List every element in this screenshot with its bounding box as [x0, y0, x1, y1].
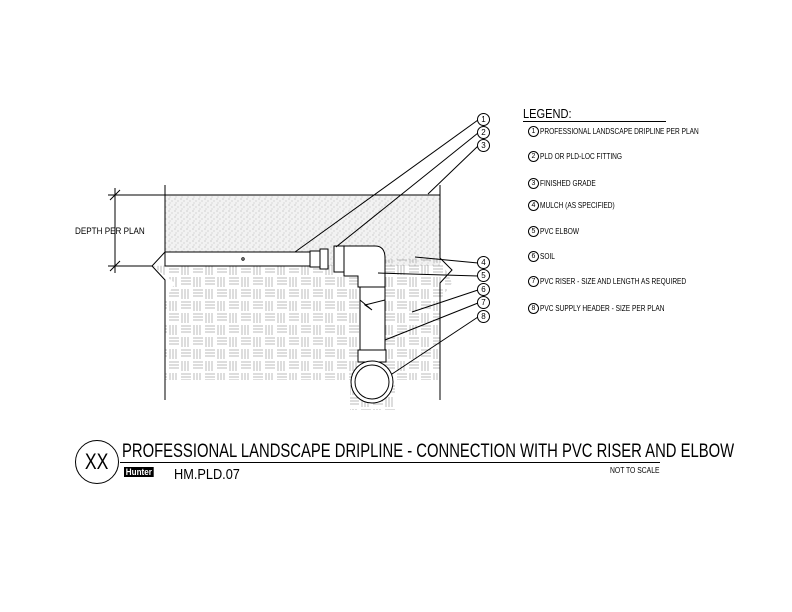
detail-id-badge: XX [75, 440, 119, 484]
pvc-supply-header [350, 360, 394, 404]
scale-note: NOT TO SCALE [610, 466, 660, 475]
hunter-logo: Hunter [124, 467, 154, 477]
callout-6: 6 [477, 283, 490, 296]
depth-dimension [108, 188, 165, 273]
detail-title: PROFESSIONAL LANDSCAPE DRIPLINE - CONNEC… [122, 441, 735, 462]
callout-2: 2 [477, 126, 490, 139]
legend-label: PROFESSIONAL LANDSCAPE DRIPLINE PER PLAN [540, 127, 699, 136]
title-underline [120, 462, 660, 463]
callout-4: 4 [477, 256, 490, 269]
legend-label: FINISHED GRADE [540, 179, 596, 188]
legend-number: 3 [528, 178, 539, 189]
depth-label: DEPTH PER PLAN [75, 226, 145, 236]
legend-label: PLD OR PLD-LOC FITTING [540, 152, 623, 161]
legend-title: LEGEND: [523, 106, 572, 121]
detail-code: HM.PLD.07 [174, 466, 240, 483]
callout-7: 7 [477, 296, 490, 309]
legend-number: 2 [528, 151, 539, 162]
detail-id: XX [85, 449, 109, 474]
legend-number: 4 [528, 200, 539, 211]
legend-number: 8 [528, 303, 539, 314]
legend-number: 5 [528, 226, 539, 237]
pvc-riser [357, 286, 387, 363]
callout-5: 5 [477, 269, 490, 282]
callout-8: 8 [477, 310, 490, 323]
legend-label: PVC RISER - SIZE AND LENGTH AS REQUIRED [540, 277, 687, 286]
legend-number: 1 [528, 126, 539, 137]
pvc-elbow [343, 245, 386, 288]
legend-label: MULCH (AS SPECIFIED) [540, 201, 615, 210]
callout-1: 1 [477, 113, 490, 126]
leader-lines [294, 119, 479, 375]
legend-number: 6 [528, 251, 539, 262]
legend-label: PVC SUPPLY HEADER - SIZE PER PLAN [540, 304, 665, 313]
dripline-tube [164, 251, 311, 267]
legend-number: 7 [528, 276, 539, 287]
legend-underline [523, 121, 666, 122]
legend-label: SOIL [540, 252, 555, 261]
legend-label: PVC ELBOW [540, 227, 580, 236]
callout-3: 3 [477, 139, 490, 152]
soil-layer [152, 258, 452, 410]
